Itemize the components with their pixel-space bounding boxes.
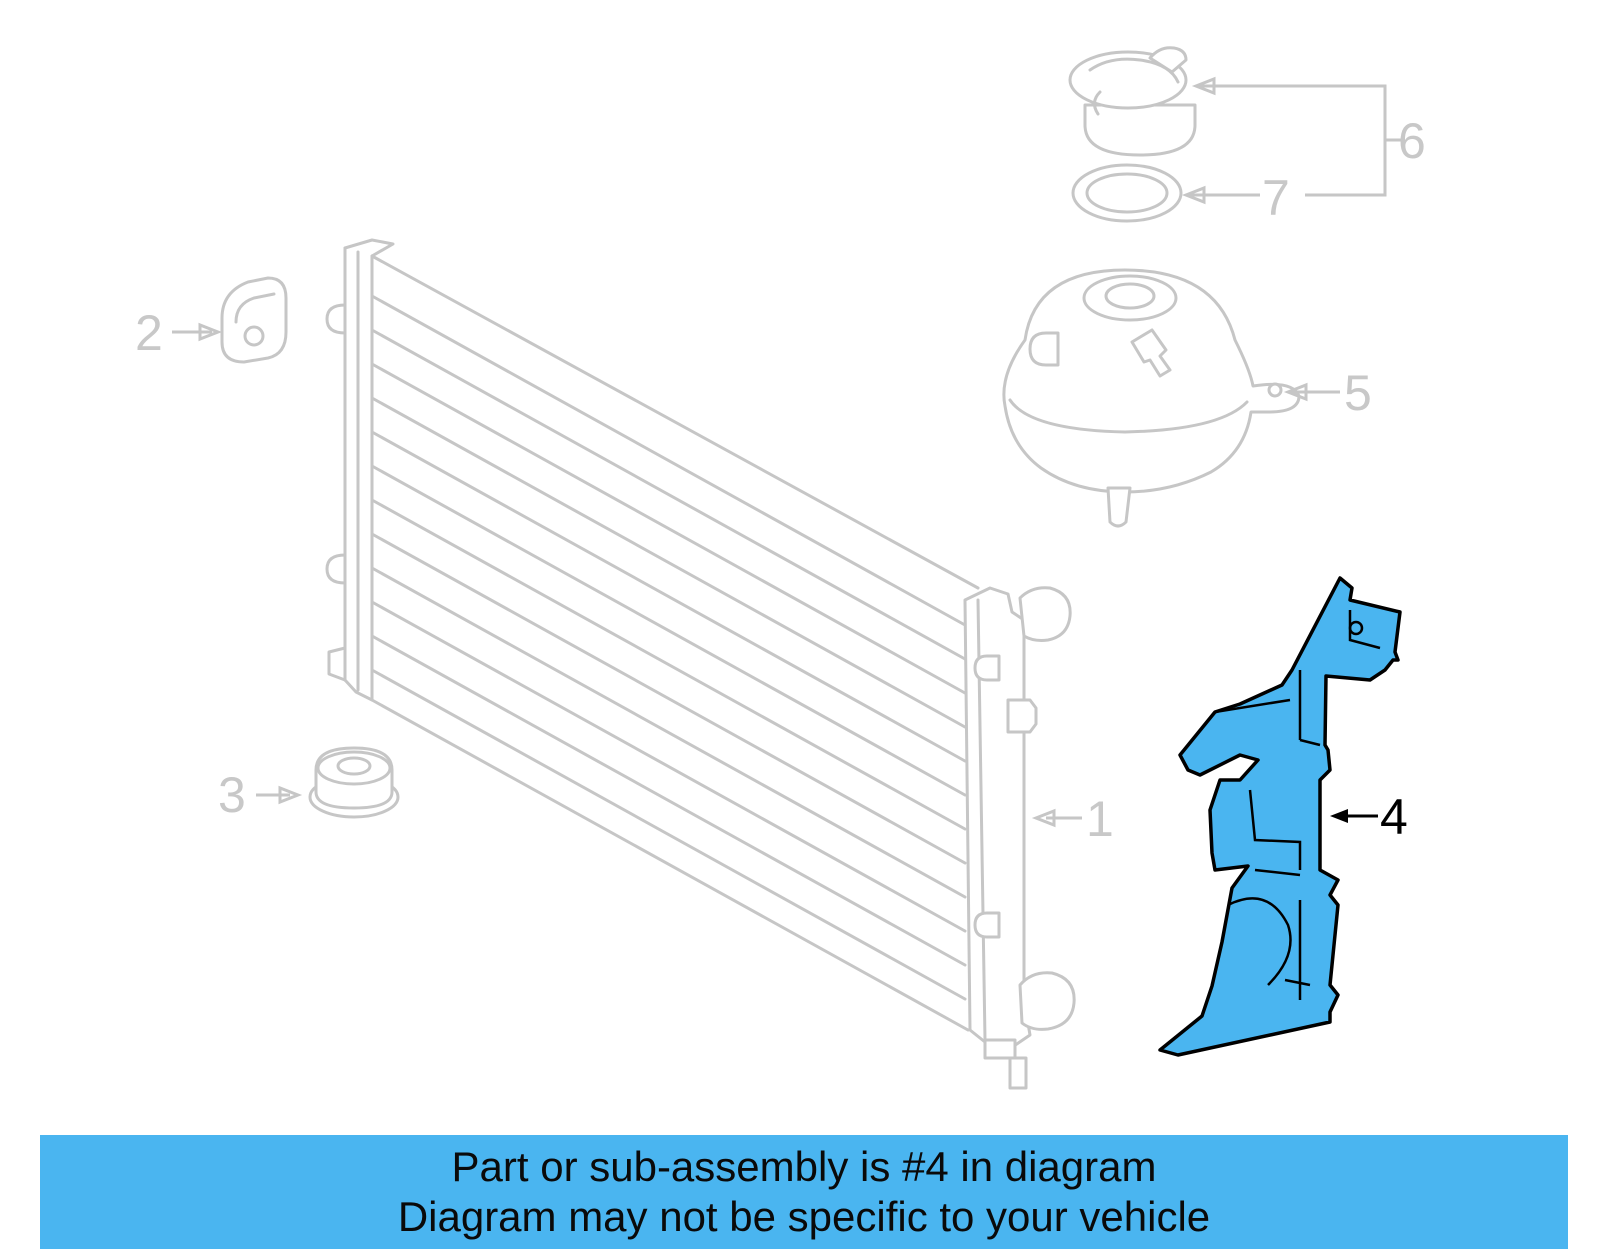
- callout-6: 6: [1398, 113, 1426, 169]
- callout-7: 7: [1262, 170, 1290, 226]
- air-guide-part: [1158, 576, 1402, 1057]
- callout-5: 5: [1344, 365, 1372, 421]
- callout-1: 1: [1086, 791, 1114, 847]
- callout-3: 3: [218, 767, 246, 823]
- banner-line-2: Diagram may not be specific to your vehi…: [397, 1193, 1211, 1240]
- expansion-tank-part: [1002, 268, 1301, 528]
- callout-4: 4: [1380, 789, 1408, 845]
- rubber-insulator-part: [308, 746, 400, 819]
- info-banner: Part or sub-assembly is #4 in diagram Di…: [40, 1135, 1568, 1249]
- callout-2: 2: [135, 305, 163, 361]
- seal-ring-part: [1071, 163, 1183, 223]
- filler-cap-part: [1068, 46, 1197, 157]
- air-guide-highlight: [1158, 576, 1402, 1057]
- banner-line-1: Part or sub-assembly is #4 in diagram: [451, 1143, 1157, 1190]
- radiator-core-fins: [370, 294, 967, 1001]
- mount-bracket-part: [220, 276, 288, 364]
- leader-lines: [172, 76, 1405, 828]
- radiator-part: [325, 238, 1076, 1090]
